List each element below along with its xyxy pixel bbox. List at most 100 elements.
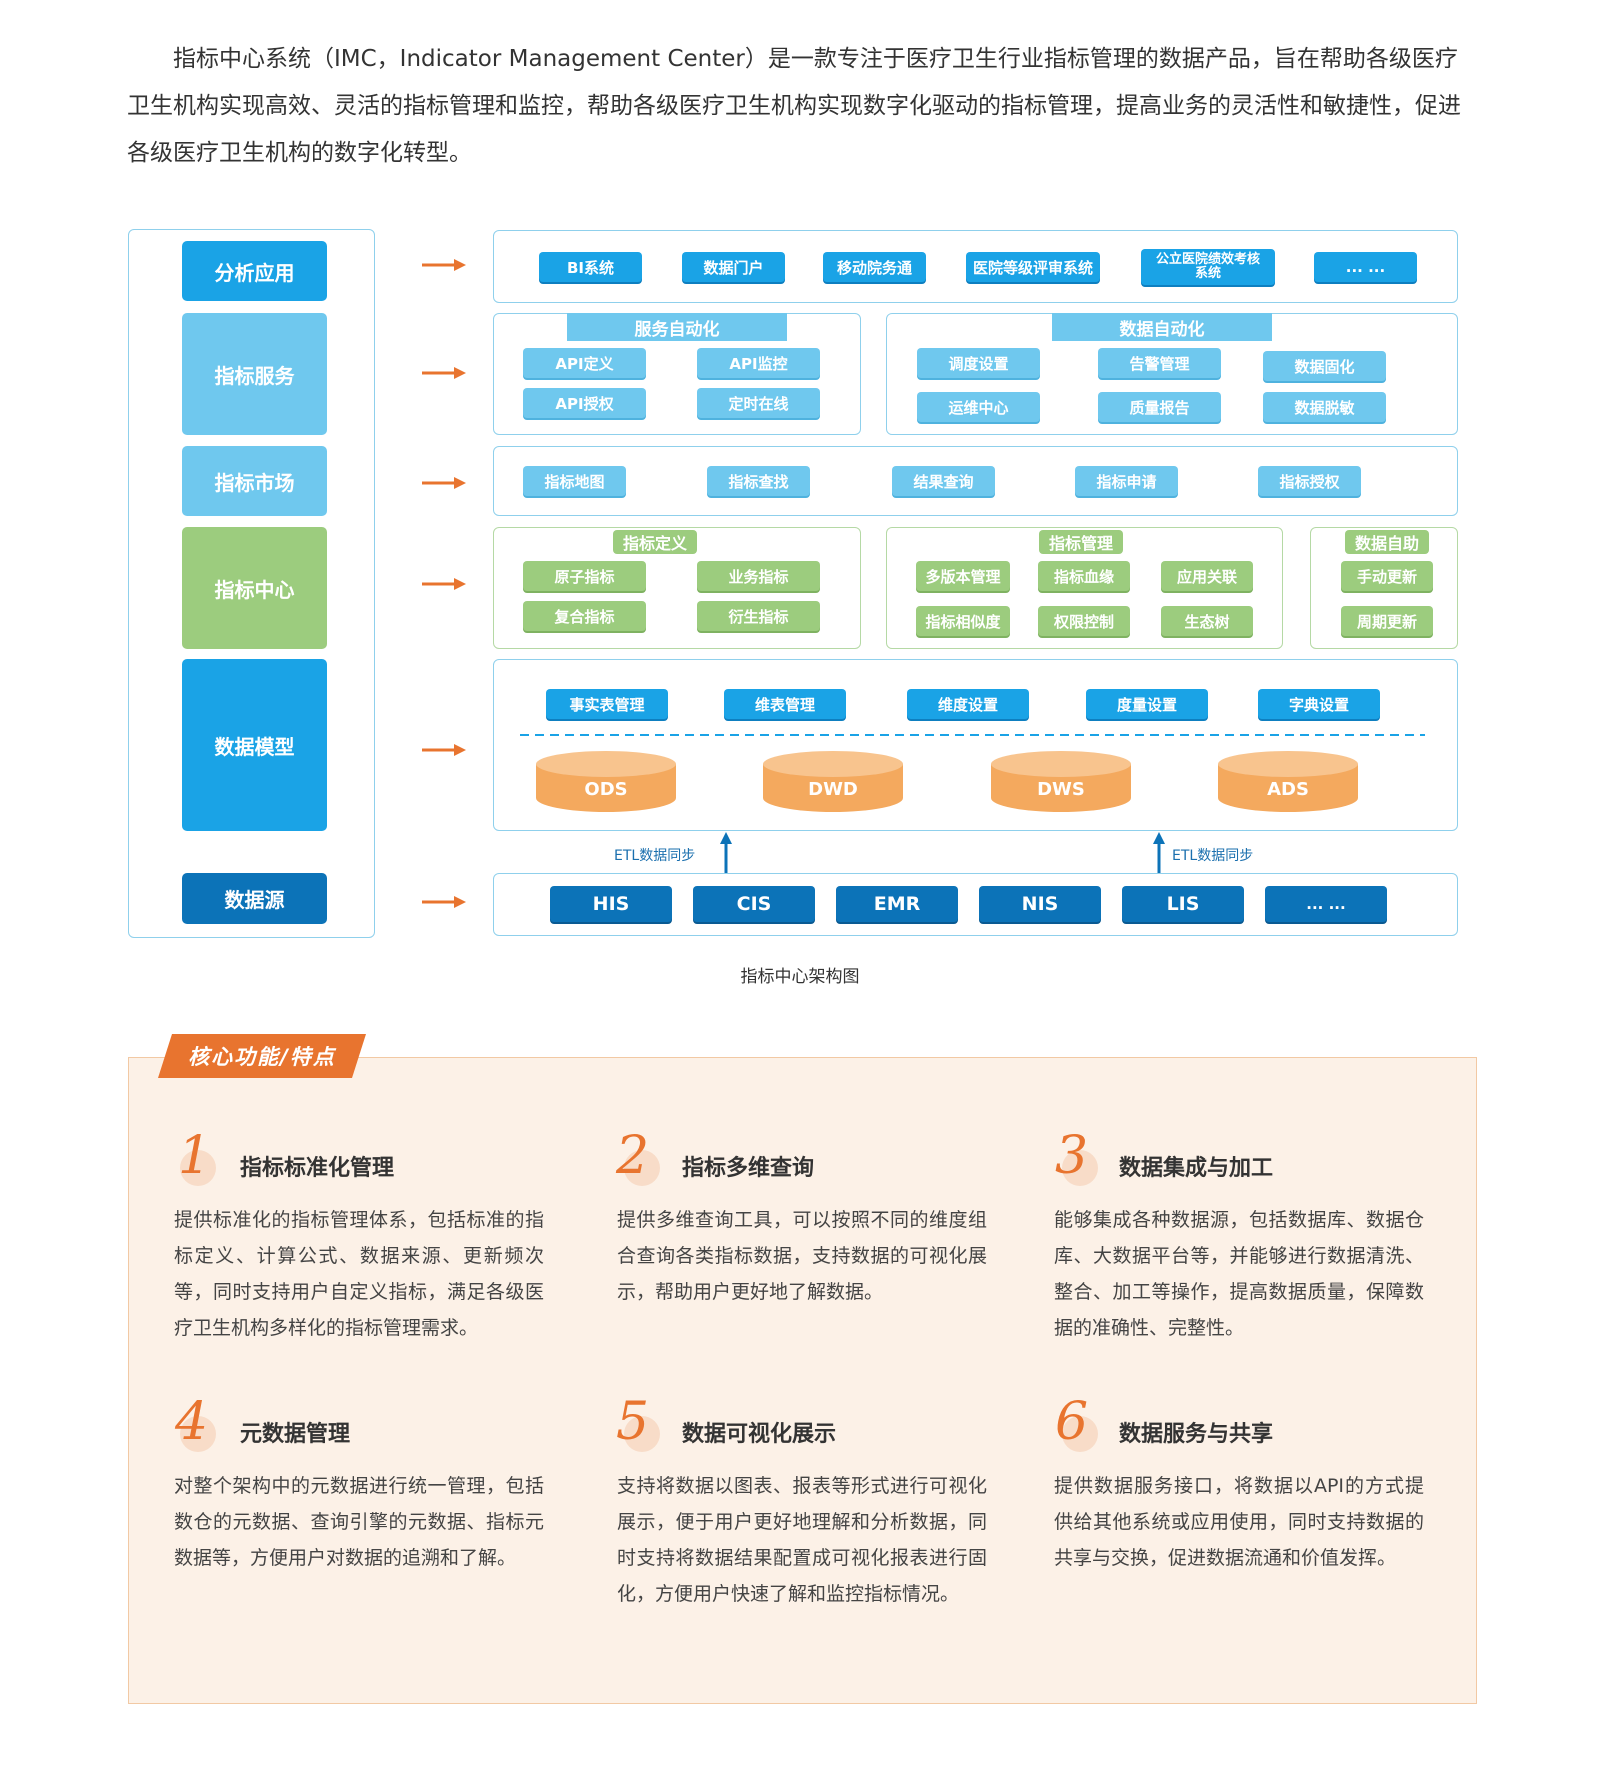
source-cis: CIS bbox=[693, 886, 815, 922]
svc-api-monitor: API监控 bbox=[697, 348, 820, 378]
source-more: ... ... bbox=[1265, 886, 1387, 922]
feature-desc: 支持将数据以图表、报表等形式进行可视化展示，便于用户更好地理解和分析数据，同时支… bbox=[617, 1475, 987, 1605]
market-map: 指标地图 bbox=[523, 466, 626, 496]
mgmt-relation: 应用关联 bbox=[1161, 561, 1253, 591]
layer-data-model: 数据模型 bbox=[182, 659, 327, 831]
layer-analysis-app: 分析应用 bbox=[182, 241, 327, 301]
mgmt-version: 多版本管理 bbox=[916, 561, 1010, 591]
feature-number-bg-icon bbox=[180, 1150, 216, 1186]
market-result: 结果查询 bbox=[892, 466, 995, 496]
feature-number-bg-icon bbox=[624, 1416, 660, 1452]
intro-line: 指标中心系统（IMC，Indicator Management Center）是… bbox=[173, 46, 1458, 72]
arrow-right-icon bbox=[422, 259, 466, 271]
etl-label-left: ETL数据同步 bbox=[614, 848, 696, 864]
self-manual: 手动更新 bbox=[1341, 561, 1433, 591]
service-auto-title: 服务自动化 bbox=[567, 313, 787, 341]
app-performance: 公立医院绩效考核 系统 bbox=[1141, 249, 1275, 285]
feature-title: 数据可视化展示 bbox=[682, 1422, 837, 1447]
feature-desc: 提供多维查询工具，可以按照不同的维度组合查询各类指标数据，支持数据的可视化展示，… bbox=[617, 1209, 987, 1303]
source-his: HIS bbox=[550, 886, 672, 922]
feature-number: 4 bbox=[175, 1392, 209, 1452]
mgmt-lineage: 指标血缘 bbox=[1038, 561, 1130, 591]
model-dim-table: 维表管理 bbox=[724, 689, 846, 719]
intro-paragraph: 指标中心系统（IMC，Indicator Management Center）是… bbox=[127, 36, 1477, 177]
mgmt-similarity: 指标相似度 bbox=[916, 606, 1010, 636]
arrow-right-icon bbox=[422, 744, 466, 756]
data-self-title: 数据自助 bbox=[1345, 530, 1429, 554]
source-emr: EMR bbox=[836, 886, 958, 922]
feature-number: 1 bbox=[178, 1126, 212, 1186]
app-portal: 数据门户 bbox=[682, 252, 785, 282]
left-layer-frame bbox=[128, 229, 375, 938]
source-nis: NIS bbox=[979, 886, 1101, 922]
data-mask: 数据脱敏 bbox=[1263, 392, 1386, 422]
feature-desc: 能够集成各种数据源，包括数据库、数据仓库、大数据平台等，并能够进行数据清洗、整合… bbox=[1054, 1209, 1424, 1339]
layer-indicator-service: 指标服务 bbox=[182, 313, 327, 435]
layer-ods-label: ODS bbox=[584, 779, 628, 800]
feature-number-bg-icon bbox=[180, 1416, 216, 1452]
svc-api-auth: API授权 bbox=[523, 388, 646, 418]
intro-line: 卫生机构实现高效、灵活的指标管理和监控，帮助各级医疗卫生机构实现数字化驱动的指标… bbox=[127, 93, 1461, 119]
arrow-up-icon bbox=[720, 832, 732, 876]
feature-title: 指标多维查询 bbox=[682, 1156, 815, 1181]
data-schedule: 调度设置 bbox=[917, 348, 1040, 378]
ind-atomic: 原子指标 bbox=[523, 561, 646, 591]
ind-def-title: 指标定义 bbox=[613, 530, 697, 554]
layer-dwd-label: DWD bbox=[808, 779, 858, 800]
mgmt-eco-tree: 生态树 bbox=[1161, 606, 1253, 636]
feature-title: 指标标准化管理 bbox=[240, 1156, 395, 1181]
app-more: ... ... bbox=[1314, 252, 1417, 282]
layer-dws-icon bbox=[991, 751, 1131, 812]
dashed-divider bbox=[520, 734, 1425, 736]
feature-desc: 提供数据服务接口，将数据以API的方式提供给其他系统或应用使用，同时支持数据的共… bbox=[1054, 1475, 1424, 1569]
data-auto-title: 数据自动化 bbox=[1052, 313, 1272, 341]
layer-dws-label: DWS bbox=[1037, 779, 1085, 800]
ind-derived: 衍生指标 bbox=[697, 601, 820, 631]
ind-composite: 复合指标 bbox=[523, 601, 646, 631]
market-grant: 指标授权 bbox=[1258, 466, 1361, 496]
feature-number: 3 bbox=[1055, 1126, 1089, 1186]
data-alert: 告警管理 bbox=[1098, 348, 1221, 378]
arrow-right-icon bbox=[422, 578, 466, 590]
diagram-caption: 指标中心架构图 bbox=[740, 967, 860, 987]
feature-number-bg-icon bbox=[1062, 1416, 1098, 1452]
data-ops: 运维中心 bbox=[917, 392, 1040, 422]
feature-number: 6 bbox=[1055, 1392, 1089, 1452]
arrow-right-icon bbox=[422, 367, 466, 379]
features-tag-shape bbox=[158, 1034, 366, 1078]
layer-ods-icon bbox=[536, 751, 676, 812]
features-tag: 核心功能/特点 bbox=[188, 1045, 336, 1069]
etl-label-right: ETL数据同步 bbox=[1172, 848, 1254, 864]
ind-mgmt-title: 指标管理 bbox=[1039, 530, 1123, 554]
model-dim-set: 维度设置 bbox=[907, 689, 1029, 719]
layer-data-source: 数据源 bbox=[182, 873, 327, 924]
arrow-up-icon bbox=[1153, 832, 1165, 876]
model-measure: 度量设置 bbox=[1086, 689, 1208, 719]
market-apply: 指标申请 bbox=[1075, 466, 1178, 496]
ind-business: 业务指标 bbox=[697, 561, 820, 591]
model-dict: 字典设置 bbox=[1258, 689, 1380, 719]
feature-title: 元数据管理 bbox=[240, 1422, 351, 1447]
layer-indicator-market: 指标市场 bbox=[182, 446, 327, 516]
svc-api-def: API定义 bbox=[523, 348, 646, 378]
arrow-right-icon bbox=[422, 896, 466, 908]
feature-desc: 对整个架构中的元数据进行统一管理，包括数仓的元数据、查询引擎的元数据、指标元数据… bbox=[174, 1475, 544, 1569]
arrow-right-icon bbox=[422, 477, 466, 489]
feature-number: 2 bbox=[616, 1126, 650, 1186]
feature-number: 5 bbox=[616, 1392, 650, 1452]
app-grading: 医院等级评审系统 bbox=[966, 252, 1100, 282]
layer-ads-icon bbox=[1218, 751, 1358, 812]
feature-number-bg-icon bbox=[1062, 1150, 1098, 1186]
layer-ads-label: ADS bbox=[1267, 779, 1309, 800]
intro-line: 各级医疗卫生机构的数字化转型。 bbox=[127, 140, 472, 166]
model-fact: 事实表管理 bbox=[546, 689, 668, 719]
self-periodic: 周期更新 bbox=[1341, 606, 1433, 636]
market-search: 指标查找 bbox=[707, 466, 810, 496]
data-solidify: 数据固化 bbox=[1263, 351, 1386, 381]
layer-indicator-center: 指标中心 bbox=[182, 527, 327, 649]
feature-title: 数据服务与共享 bbox=[1119, 1422, 1274, 1447]
data-quality: 质量报告 bbox=[1098, 392, 1221, 422]
mgmt-permission: 权限控制 bbox=[1038, 606, 1130, 636]
source-lis: LIS bbox=[1122, 886, 1244, 922]
feature-desc: 提供标准化的指标管理体系，包括标准的指标定义、计算公式、数据来源、更新频次等，同… bbox=[174, 1209, 544, 1339]
